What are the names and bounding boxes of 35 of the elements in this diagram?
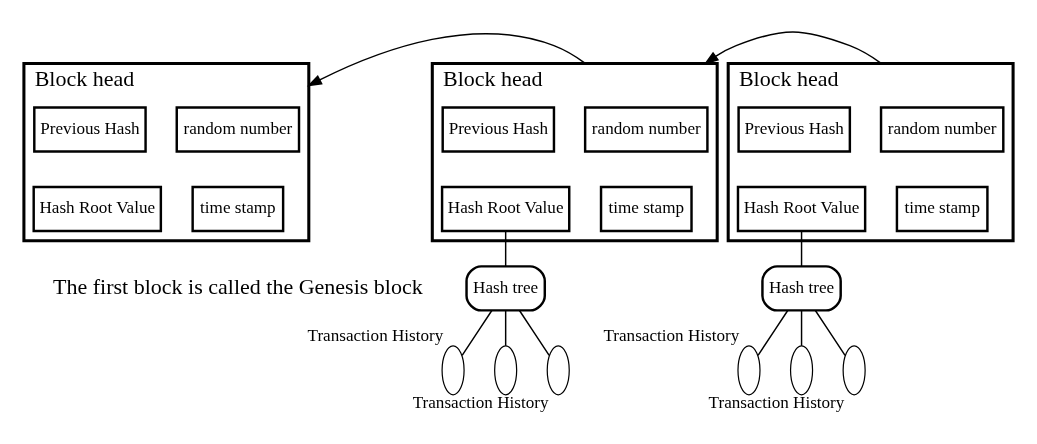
node-box: random number xyxy=(879,105,1005,153)
node-label: Transaction History xyxy=(708,392,845,412)
connector xyxy=(800,309,803,347)
connector xyxy=(504,229,507,267)
node-box: Hash Root Value xyxy=(440,185,571,232)
connector xyxy=(518,309,550,356)
node-ellipse xyxy=(494,344,518,395)
node-box: Previous Hash xyxy=(33,105,147,153)
node-box: random number xyxy=(583,105,709,153)
node-box: Previous Hash xyxy=(737,105,852,153)
node-box: time stamp xyxy=(895,185,989,232)
connector xyxy=(814,309,846,356)
node-ellipse xyxy=(441,344,465,395)
arrow xyxy=(703,30,882,65)
node-box: random number xyxy=(175,105,301,153)
node-label: Transaction History xyxy=(603,325,740,345)
node-box: Previous Hash xyxy=(441,105,556,153)
label: The first block is called the Genesis block xyxy=(53,273,423,299)
node-label: Transaction History xyxy=(307,325,444,345)
node-box: Hash tree xyxy=(761,264,842,312)
node-box: time stamp xyxy=(191,185,285,232)
connector xyxy=(461,309,493,356)
node-ellipse xyxy=(737,344,761,395)
node-box: Hash Root Value xyxy=(32,185,163,232)
node-ellipse xyxy=(789,344,814,395)
node-ellipse xyxy=(546,344,570,395)
arrow xyxy=(306,32,586,87)
node-box: Hash tree xyxy=(465,264,546,312)
node-ellipse xyxy=(842,344,866,395)
connector xyxy=(757,309,789,356)
node-box: time stamp xyxy=(599,185,693,232)
connector xyxy=(504,309,507,347)
node-box: Hash Root Value xyxy=(736,185,867,232)
node-label: Transaction History xyxy=(412,392,549,412)
connector xyxy=(800,229,803,267)
